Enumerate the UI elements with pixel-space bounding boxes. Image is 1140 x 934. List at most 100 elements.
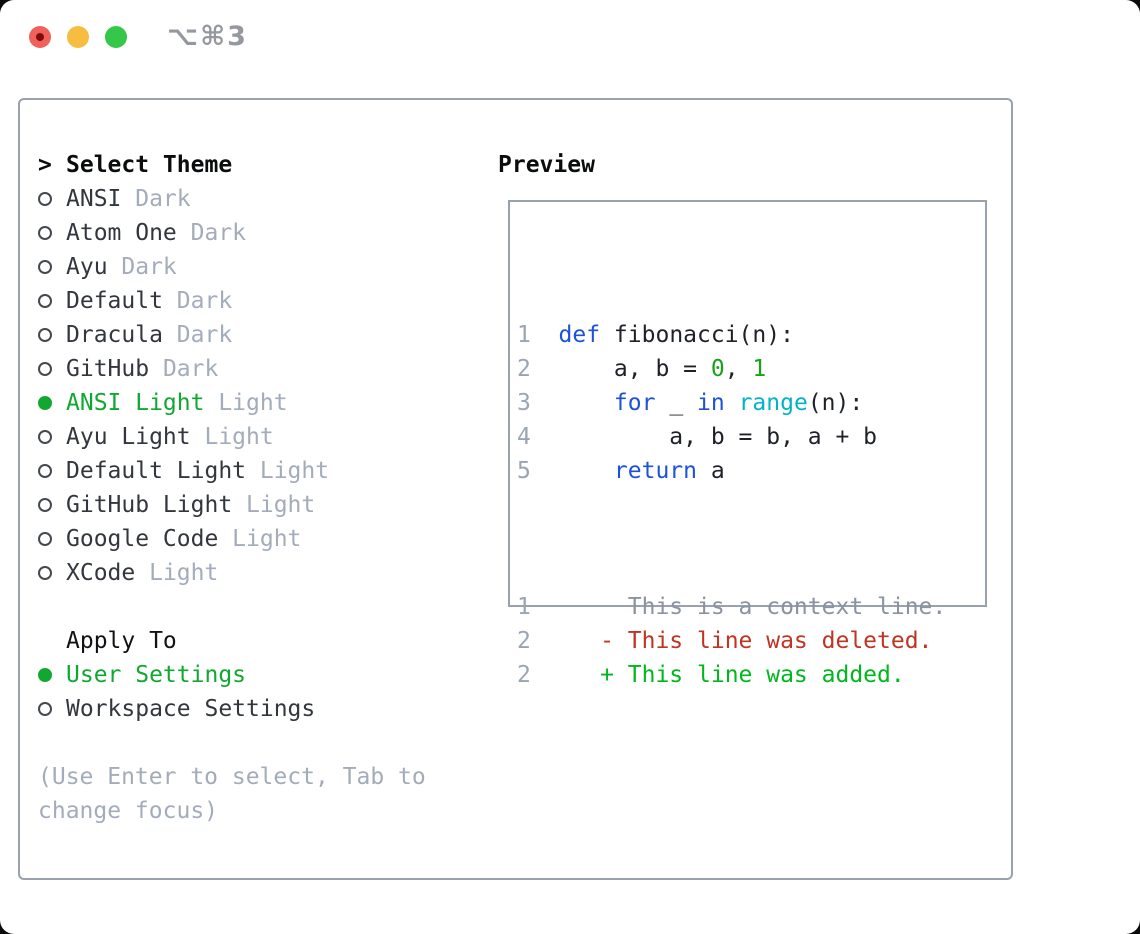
diff-line-deleted: 2 - This line was deleted. bbox=[517, 624, 946, 658]
radio-unselected-icon[interactable] bbox=[38, 226, 66, 240]
radio-circle bbox=[38, 362, 52, 376]
theme-variant-badge: Light bbox=[218, 390, 288, 416]
diff-line-context: 1 This is a context line. bbox=[517, 590, 946, 624]
apply-to-option[interactable]: User Settings bbox=[38, 658, 470, 692]
select-theme-title: Select Theme bbox=[66, 152, 233, 178]
theme-name: Default bbox=[66, 288, 163, 314]
radio-unselected-icon[interactable] bbox=[38, 702, 66, 716]
theme-variant-badge: Light bbox=[259, 458, 330, 484]
code-token: a, b = b, a + b bbox=[558, 424, 878, 450]
theme-name: Ayu Light bbox=[66, 424, 191, 450]
line-number: 3 bbox=[517, 390, 531, 416]
window-title: ⌥⌘3 bbox=[167, 21, 248, 52]
minimize-button[interactable] bbox=[67, 26, 89, 48]
radio-circle bbox=[38, 532, 52, 546]
radio-unselected-icon[interactable] bbox=[38, 362, 66, 376]
select-theme-header: > Select Theme bbox=[38, 148, 470, 182]
theme-variant-badge: Light bbox=[232, 526, 302, 552]
theme-variant-badge: Dark bbox=[190, 220, 247, 246]
keyboard-hint: (Use Enter to select, Tab to change focu… bbox=[38, 764, 426, 824]
radio-unselected-icon[interactable] bbox=[38, 566, 66, 580]
theme-option[interactable]: Dracula Dark bbox=[38, 318, 470, 352]
spacer bbox=[38, 726, 470, 760]
line-number: 2 bbox=[517, 662, 531, 688]
theme-option[interactable]: Atom One Dark bbox=[38, 216, 470, 250]
code-token: a, b = bbox=[558, 356, 711, 382]
radio-unselected-icon[interactable] bbox=[38, 260, 66, 274]
theme-name: Default Light bbox=[66, 458, 247, 484]
radio-circle bbox=[38, 566, 52, 580]
theme-name: Dracula bbox=[66, 322, 163, 348]
radio-unselected-icon[interactable] bbox=[38, 294, 66, 308]
radio-selected-icon[interactable] bbox=[38, 396, 66, 410]
apply-to-label: Workspace Settings bbox=[66, 696, 316, 722]
radio-unselected-icon[interactable] bbox=[38, 532, 66, 546]
diff-text: + This line was added. bbox=[558, 662, 905, 688]
line-number: 4 bbox=[517, 424, 531, 450]
theme-name: XCode bbox=[66, 560, 136, 586]
code-token: range bbox=[738, 390, 808, 416]
radio-unselected-icon[interactable] bbox=[38, 464, 66, 478]
code-token: 0 bbox=[710, 356, 725, 382]
code-token: in bbox=[697, 390, 725, 416]
radio-circle bbox=[38, 260, 52, 274]
radio-selected-icon[interactable] bbox=[38, 668, 66, 682]
line-number: 1 bbox=[517, 322, 531, 348]
radio-unselected-icon[interactable] bbox=[38, 192, 66, 206]
theme-variant-badge: Light bbox=[204, 424, 274, 450]
diff-block: 1 This is a context line.2 - This line w… bbox=[517, 590, 946, 692]
radio-unselected-icon[interactable] bbox=[38, 430, 66, 444]
diff-text: This is a context line. bbox=[558, 594, 947, 620]
radio-circle bbox=[38, 702, 52, 716]
line-number: 1 bbox=[517, 594, 531, 620]
theme-name: ANSI bbox=[66, 186, 122, 212]
zoom-button[interactable] bbox=[105, 26, 127, 48]
code-line: 4 a, b = b, a + b bbox=[517, 420, 946, 454]
radio-unselected-icon[interactable] bbox=[38, 328, 66, 342]
theme-option[interactable]: Ayu Light Light bbox=[38, 420, 470, 454]
cursor-prompt-icon: > bbox=[38, 152, 52, 178]
line-number: 2 bbox=[517, 628, 531, 654]
theme-option[interactable]: ANSI Dark bbox=[38, 182, 470, 216]
theme-variant-badge: Dark bbox=[176, 322, 233, 348]
apply-to-header: Apply To bbox=[38, 624, 470, 658]
apply-to-title: Apply To bbox=[66, 628, 177, 654]
code-token: return bbox=[613, 458, 698, 484]
theme-name: Atom One bbox=[66, 220, 177, 246]
radio-circle bbox=[38, 464, 52, 478]
diff-line-added: 2 + This line was added. bbox=[517, 658, 946, 692]
theme-option[interactable]: Default Light Light bbox=[38, 454, 470, 488]
apply-to-option[interactable]: Workspace Settings bbox=[38, 692, 470, 726]
code-token: _ bbox=[655, 390, 698, 416]
theme-variant-badge: Dark bbox=[135, 186, 191, 212]
radio-circle bbox=[38, 668, 52, 682]
apply-to-label: User Settings bbox=[66, 662, 247, 688]
code-line: 3 for _ in range(n): bbox=[517, 386, 946, 420]
line-number: 5 bbox=[517, 458, 531, 484]
code-token: a bbox=[697, 458, 725, 484]
close-button[interactable] bbox=[29, 26, 51, 48]
radio-unselected-icon[interactable] bbox=[38, 498, 66, 512]
code-token: 1 bbox=[752, 356, 767, 382]
radio-circle bbox=[38, 192, 52, 206]
theme-option[interactable]: ANSI Light Light bbox=[38, 386, 470, 420]
radio-circle bbox=[38, 226, 52, 240]
close-dot-icon bbox=[36, 33, 44, 41]
code-line: 5 return a bbox=[517, 454, 946, 488]
diff-text: - This line was deleted. bbox=[558, 628, 933, 654]
theme-name: ANSI Light bbox=[66, 390, 205, 416]
